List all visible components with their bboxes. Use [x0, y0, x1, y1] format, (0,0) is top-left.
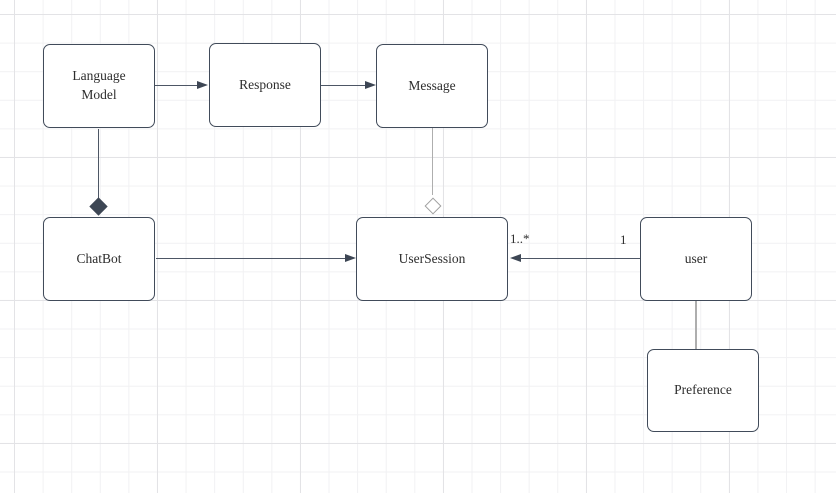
node-user-session[interactable]: UserSession [356, 217, 508, 301]
multiplicity-label-usersession[interactable]: 1..* [510, 231, 530, 246]
node-chatbot[interactable]: ChatBot [43, 217, 155, 301]
node-preference[interactable]: Preference [647, 349, 759, 432]
edge-user-to-preference[interactable] [695, 301, 697, 349]
node-label: ChatBot [76, 250, 122, 266]
arrowhead-icon [197, 81, 208, 89]
edge-language-model-to-chatbot[interactable] [97, 129, 100, 199]
node-label: Response [239, 76, 291, 92]
edge-response-to-message[interactable] [321, 84, 366, 86]
node-label: user [684, 250, 708, 266]
arrowhead-icon [509, 254, 521, 262]
node-label: Preference [674, 382, 732, 398]
node-language-model[interactable]: Language Model [43, 44, 155, 128]
edge-user-to-user-session[interactable] [520, 257, 640, 259]
edge-message-to-user-session[interactable] [431, 128, 434, 195]
node-label: Language Model [72, 68, 126, 102]
node-label: UserSession [398, 250, 466, 266]
node-message[interactable]: Message [376, 44, 488, 128]
node-response[interactable]: Response [209, 43, 321, 127]
edge-language-model-to-response[interactable] [155, 84, 198, 86]
arrowhead-icon [345, 254, 356, 262]
aggregation-diamond-icon [424, 197, 441, 214]
edge-chatbot-to-user-session[interactable] [156, 257, 346, 259]
arrowhead-icon [365, 81, 376, 89]
multiplicity-label-user[interactable]: 1 [620, 232, 627, 247]
composition-diamond-icon [89, 197, 108, 216]
node-user[interactable]: user [640, 217, 752, 301]
node-label: Message [408, 77, 456, 93]
